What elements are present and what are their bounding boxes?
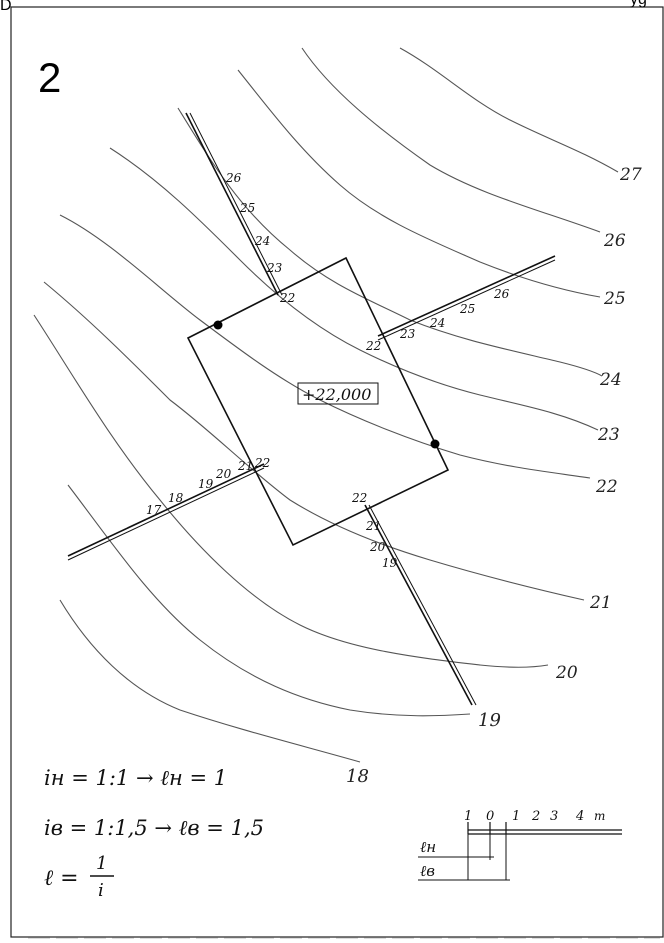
contour-23 [109,147,599,431]
profile-line-sw: 17 18 19 20 21 22 [67,456,270,561]
contour-26 [301,47,601,233]
scale-bar: 1 0 1 2 3 4 m ℓн ℓв [418,809,622,881]
platform-elevation-mark: +22,000 [297,382,379,405]
contour-25 [237,69,601,298]
profile-line-se: 22 21 20 19 [351,491,477,706]
scale-tick-1: 1 [512,809,520,824]
contour-label-19: 19 [478,710,501,731]
contour-label-25: 25 [603,289,626,309]
slope-formulas: iн = 1:1 → ℓн = 1 iв = 1:1,5 → ℓв = 1,5 … [44,766,264,901]
formula-line-3-left: ℓ = [44,866,79,891]
contour-label-27: 27 [619,165,642,185]
contour-20 [33,314,549,668]
platform-elevation: +22,000 [302,385,371,404]
header-fragment-right: yg [630,0,647,8]
scale-tick-0: 0 [486,809,494,824]
sheet-border [10,6,664,938]
corner-point-nw [213,320,223,330]
formula-line-3-numerator: 1 [96,853,107,874]
scale-unit: m [594,809,605,823]
scale-tick-2: 2 [531,809,540,824]
contour-label-24: 24 [599,370,622,390]
contour-label-23: 23 [597,425,620,445]
tick-nw-25: 25 [239,201,255,215]
tick-sw-21: 21 [237,459,253,473]
contour-labels: 18 19 20 21 22 23 24 25 26 27 [346,165,642,787]
contour-label-18: 18 [346,766,369,787]
tick-sw-18: 18 [168,491,184,505]
tick-sw-17: 17 [146,503,162,517]
tick-nw-22: 22 [279,291,295,305]
tick-se-22: 22 [351,491,367,505]
tick-se-21: 21 [365,519,381,533]
tick-sw-19: 19 [198,477,214,491]
contour-lines [33,47,619,763]
contour-27 [399,47,619,173]
tick-nw-24: 24 [254,234,270,248]
formula-line-2: iв = 1:1,5 → ℓв = 1,5 [44,816,264,840]
tick-sw-20: 20 [215,467,232,481]
formula-line-3-denominator: i [98,880,104,901]
tick-ne-25: 25 [459,302,475,316]
tick-se-20: 20 [369,540,386,554]
contour-18 [59,599,361,763]
contour-24 [177,107,603,377]
tick-ne-26: 26 [493,287,510,301]
sheet-number: 2 [38,54,61,101]
contour-label-20: 20 [555,663,578,683]
platform-outline [186,256,450,547]
tick-nw-23: 23 [266,261,283,275]
profile-line-ne: 22 23 24 25 26 [365,255,556,353]
scale-row-2-label: ℓв [420,862,435,880]
scale-row-1-label: ℓн [420,838,436,856]
contour-label-22: 22 [595,477,618,497]
tick-ne-22: 22 [365,339,381,353]
scale-tick-1-left: 1 [464,809,472,824]
contour-19 [67,484,471,717]
tick-ne-24: 24 [429,316,445,330]
formula-line-1: iн = 1:1 → ℓн = 1 [44,766,227,790]
contour-22 [59,214,591,479]
contour-label-26: 26 [603,231,626,251]
profile-line-nw: 26 25 24 23 22 [185,112,295,305]
tick-nw-26: 26 [225,171,242,185]
tick-ne-23: 23 [399,327,416,341]
scale-tick-4: 4 [575,809,584,824]
corner-point-se [430,439,440,449]
contour-label-21: 21 [589,593,612,613]
tick-se-19: 19 [382,556,398,570]
contour-21 [43,281,585,601]
tick-sw-22: 22 [254,456,270,470]
scale-tick-3: 3 [550,809,558,824]
header-fragment-left: D [0,0,12,14]
